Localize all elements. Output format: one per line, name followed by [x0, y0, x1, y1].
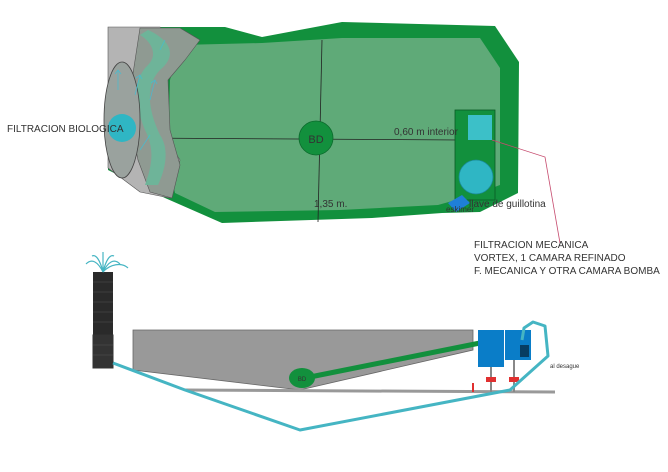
return-pipe [112, 320, 550, 432]
refining-chamber [468, 115, 492, 140]
tower-filter-base [92, 334, 114, 369]
leader-line [491, 139, 561, 244]
tower-filter-texture [93, 281, 113, 356]
mechanical-filtration-line2: VORTEX, 1 CAMARA REFINADO [474, 253, 626, 264]
pond-divider-horizontal [134, 137, 461, 141]
valve-1 [486, 377, 496, 382]
center-drain: BD [298, 120, 334, 156]
pond-water-surface [168, 38, 500, 212]
center-drain-label: BD [308, 134, 323, 146]
skimmer-label: eskimer [446, 205, 474, 214]
section-view: BD [85, 252, 580, 432]
bio-filter-pump [108, 114, 136, 142]
tower-filter [85, 252, 129, 369]
pump-unit [520, 345, 529, 357]
skimmer-shape [448, 195, 470, 212]
to-drain-label: al desague [550, 364, 580, 370]
mechanical-filtration-note: FILTRACION MECANICA VORTEX, 1 CAMARA REF… [474, 240, 660, 277]
fountain-spray [85, 252, 129, 273]
valve-2 [509, 377, 519, 382]
pond-depth-label: 1,35 m. [314, 199, 347, 210]
bottom-drain-pipe [304, 340, 481, 381]
plan-view: BD 0,60 m interior FILTRACION BIOLOGICA … [7, 22, 561, 244]
section-bottom-drain [289, 368, 315, 388]
vortex-chamber [458, 159, 494, 195]
flow-arrows [114, 39, 166, 151]
depth-interior-label: 0,60 m interior [394, 127, 459, 138]
mechanical-filtration-line1: FILTRACION MECANICA [474, 240, 589, 251]
center-drain-circle [298, 120, 334, 156]
waterfall-stream [136, 30, 170, 185]
mechanical-filter-plan [448, 109, 496, 212]
mechanical-filter-section [472, 330, 531, 392]
pond-section [132, 329, 474, 391]
biological-filtration-label: FILTRACION BIOLOGICA [7, 124, 124, 135]
mechanical-filtration-line3: F. MECANICA Y OTRA CAMARA BOMBA [474, 266, 660, 277]
guillotine-valve-label: llave de guillotina [469, 199, 546, 210]
section-drain-label: BD [298, 377, 307, 383]
vortex-tank [478, 330, 504, 367]
